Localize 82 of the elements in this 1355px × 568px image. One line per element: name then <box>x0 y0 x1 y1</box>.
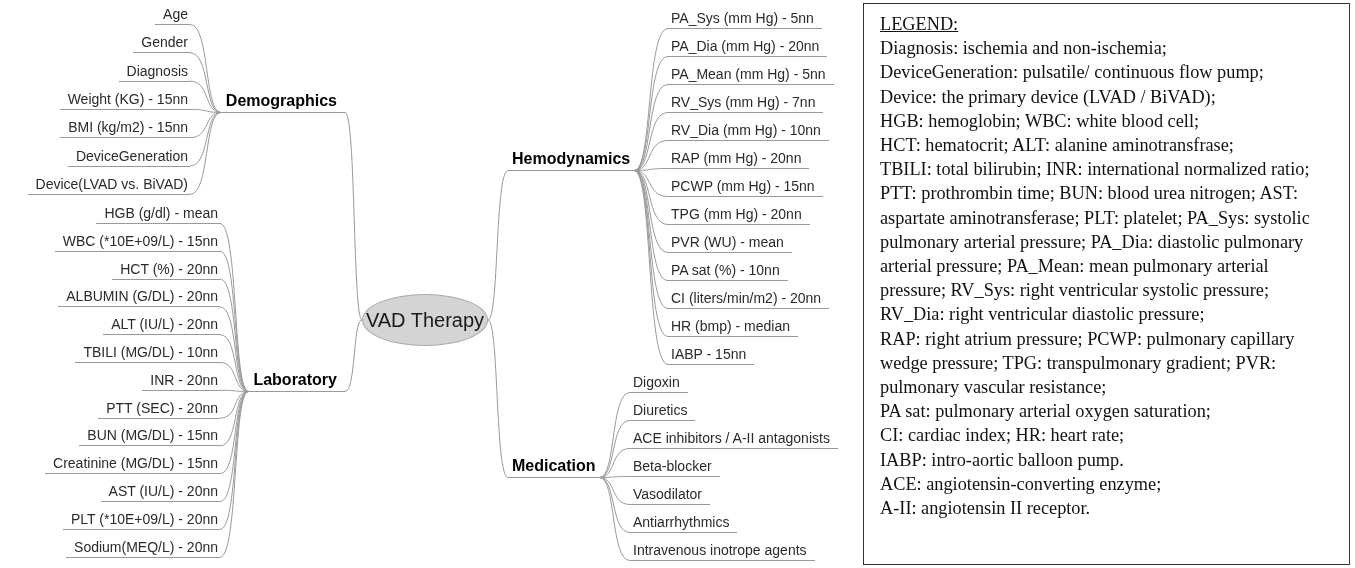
legend-text: TBILI: total bilirubin; INR: international normalized ratio; PTT: prothrombin time; BUN: blood urea nitrogen; AST: aspartate aminotransferase; PLT: platelet; PA_Sys: systolic pulmonary arterial pressure; PA_Dia: diastolic pulmonary arterial pressure; PA_Mean: mean pulmonary arterial pressure; RV_Sys: right ventricular systolic pressure; <box>880 158 1311 303</box>
branch-connector <box>344 112 363 321</box>
topic-label: Diuretics <box>630 401 696 421</box>
topic-label: RV_Dia (mm Hg) - 10nn <box>668 121 829 141</box>
topic-label: Age <box>155 5 190 25</box>
topic-label: Device(LVAD vs. BiVAD) <box>27 174 190 195</box>
topic-label: RV_Sys (mm Hg) - 7nn <box>668 93 824 113</box>
topic-label: Gender <box>133 33 190 54</box>
topic-label: HGB (g/dl) - mean <box>96 204 220 224</box>
legend-text: A-II: angiotensin II receptor. <box>880 497 1092 521</box>
topic-label: PA_Mean (mm Hg) - 5nn <box>668 65 834 85</box>
legend-text: ACE: angiotensin-converting enzyme; <box>880 472 1163 496</box>
branch-connector <box>219 391 249 558</box>
topic-label: DeviceGeneration <box>67 146 190 167</box>
topic-label: Vasodilator <box>630 485 710 505</box>
topic-label: Diagnosis <box>118 61 190 82</box>
branch-connector <box>599 420 631 478</box>
topic-label: PTT (SEC) - 20nn <box>98 398 220 419</box>
branch-connector <box>487 170 509 321</box>
branch-connector <box>189 24 222 113</box>
legend-text: IABP: intro-aortic balloon pump. <box>880 448 1125 472</box>
branch-label: Medication <box>508 456 600 478</box>
topic-label: Antiarrhythmics <box>630 513 738 533</box>
legend-box <box>863 3 1350 565</box>
branch-connector <box>189 112 222 195</box>
branch-connector <box>344 319 363 392</box>
topic-label: ALT (IU/L) - 20nn <box>103 315 220 336</box>
topic-label: PVR (WU) - mean <box>668 233 792 253</box>
topic-label: Sodium(MEQ/L) - 20nn <box>66 537 220 558</box>
branch-connector <box>219 362 249 392</box>
legend-heading: LEGEND: <box>880 14 959 34</box>
legend-text: DeviceGeneration: pulsatile/ continuous flow pump; <box>880 61 1265 85</box>
topic-label: PA_Sys (mm Hg) - 5nn <box>668 9 822 29</box>
topic-label: TBILI (MG/DL) - 10nn <box>75 343 220 363</box>
branch-connector <box>599 477 631 561</box>
legend-text: RV_Dia: right ventricular diastolic pressure; <box>880 303 1206 327</box>
topic-label: WBC (*10E+09/L) - 15nn <box>54 231 220 252</box>
legend-text: HGB: hemoglobin; WBC: white blood cell; <box>880 109 1201 133</box>
topic-label: Weight (KG) - 15nn <box>59 89 190 110</box>
topic-label: CI (liters/min/m2) - 20nn <box>668 289 830 309</box>
branch-connector <box>487 319 509 478</box>
legend-text: Diagnosis: ischemia and non-ischemia; <box>880 37 1168 61</box>
topic-label: Beta-blocker <box>630 457 720 477</box>
branch-connector <box>633 84 669 171</box>
legend-text: CI: cardiac index; HR: heart rate; <box>880 424 1126 448</box>
legend-text: RAP: right atrium pressure; PCWP: pulmonary capillary wedge pressure; TPG: transpulmonary gradient; PVR: pulmonary vascular resistance; <box>880 327 1296 400</box>
topic-label: Digoxin <box>630 373 688 393</box>
branch-connector <box>219 334 249 392</box>
branch-connector <box>189 52 222 113</box>
topic-label: INR - 20nn <box>142 370 220 391</box>
branch-label: Hemodynamics <box>508 149 635 171</box>
branch-connector <box>219 306 249 392</box>
topic-label: BUN (MG/DL) - 15nn <box>79 426 220 447</box>
branch-connector <box>633 170 669 281</box>
topic-label: TPG (mm Hg) - 20nn <box>668 205 810 225</box>
topic-label: HR (bmp) - median <box>668 317 799 337</box>
branch-connector <box>599 448 631 478</box>
topic-label: PA_Dia (mm Hg) - 20nn <box>668 37 828 57</box>
legend-text: PA sat: pulmonary arterial oxygen saturation; <box>880 400 1212 424</box>
branch-connector <box>219 391 249 502</box>
topic-label: ACE inhibitors / A-II antagonists <box>630 429 838 449</box>
topic-label: HCT (%) - 20nn <box>112 259 220 280</box>
topic-label: Intravenous inotrope agents <box>630 541 815 561</box>
branch-connector <box>599 392 631 478</box>
branch-connector <box>219 391 249 530</box>
topic-label: BMI (kg/m2) - 15nn <box>60 118 190 139</box>
legend-text: HCT: hematocrit; ALT: alanine aminotransfrase; <box>880 134 1235 157</box>
branch-label: Demographics <box>220 91 345 113</box>
branch-connector <box>219 250 249 392</box>
topic-label: AST (IU/L) - 20nn <box>100 482 220 502</box>
topic-label: ALBUMIN (G/DL) - 20nn <box>58 287 220 308</box>
topic-label: PLT (*10E+09/L) - 20nn <box>63 509 220 530</box>
topic-label: PA sat (%) - 10nn <box>668 261 788 281</box>
branch-connector <box>599 477 631 533</box>
branch-label: Laboratory <box>248 370 345 392</box>
topic-label: Creatinine (MG/DL) - 15nn <box>45 454 220 475</box>
topic-label: RAP (mm Hg) - 20nn <box>668 149 810 169</box>
center-ellipse: VAD Therapy <box>362 294 488 346</box>
legend-text: Device: the primary device (LVAD / BiVAD); <box>880 85 1217 109</box>
branch-connector <box>633 112 669 171</box>
topic-label: IABP - 15nn <box>668 345 755 365</box>
topic-label: PCWP (mm Hg) - 15nn <box>668 177 823 197</box>
